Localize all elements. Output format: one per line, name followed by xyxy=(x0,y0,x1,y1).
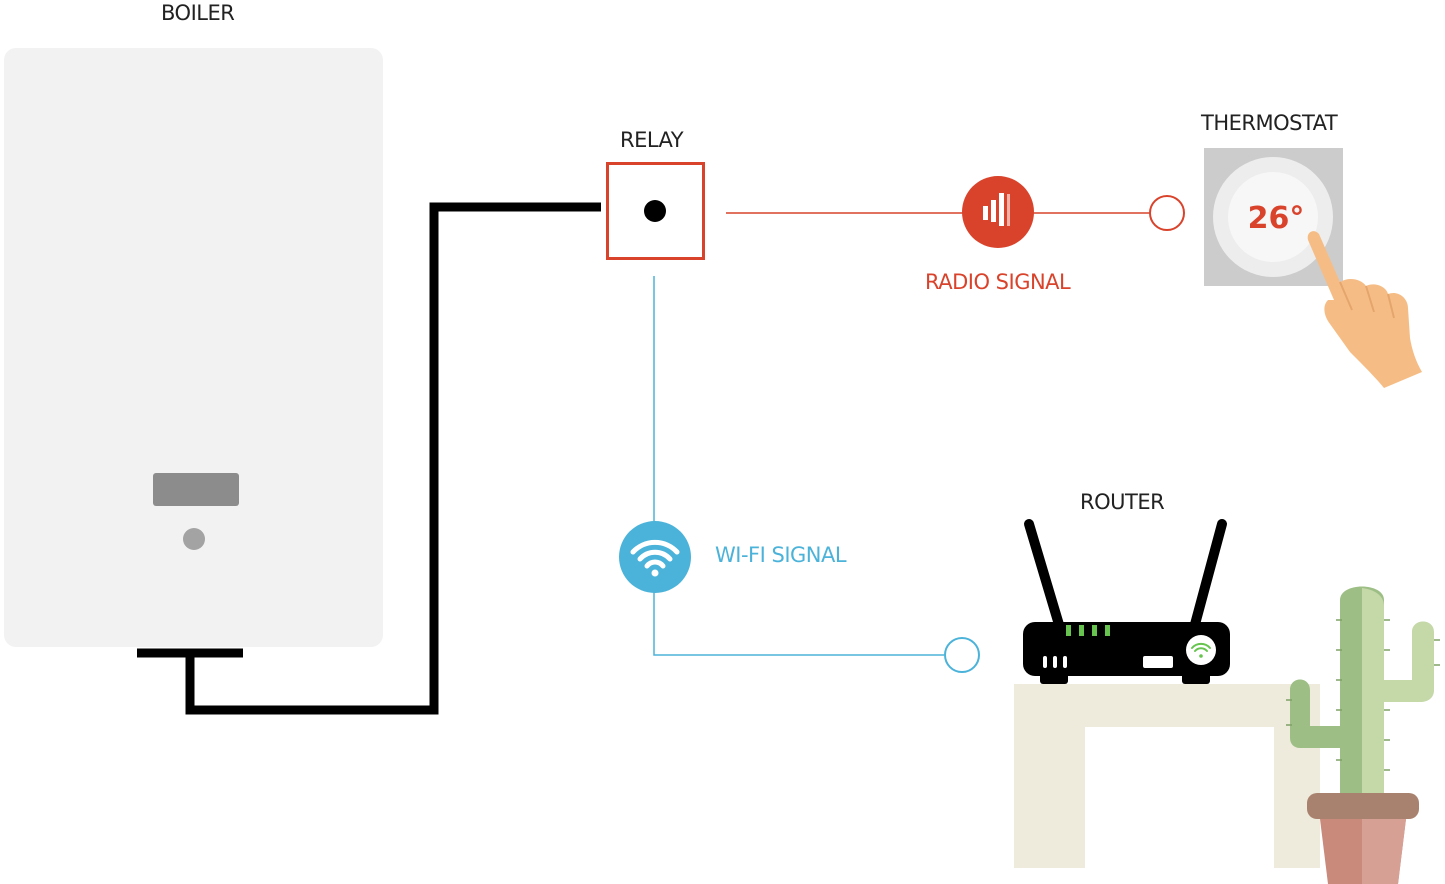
router xyxy=(1023,519,1230,684)
router-status-leds xyxy=(1066,625,1110,636)
radio-link xyxy=(726,176,1185,248)
wifi-line xyxy=(653,276,944,656)
boiler-display xyxy=(153,473,239,506)
radio-signal-label: RADIO SIGNAL xyxy=(925,270,1071,294)
side-table xyxy=(1014,684,1320,868)
router-antenna-right xyxy=(1189,519,1227,633)
thermostat-temperature: 26° xyxy=(1248,201,1305,236)
cactus-plant xyxy=(1286,586,1440,800)
wifi-signal-label: WI-FI SIGNAL xyxy=(715,543,847,567)
wifi-link xyxy=(619,276,980,673)
boiler-knob xyxy=(183,528,205,550)
thermostat-label: THERMOSTAT xyxy=(1201,111,1338,135)
wifi-icon xyxy=(1186,635,1216,665)
wifi-endpoint xyxy=(944,637,980,673)
boiler-label: BOILER xyxy=(161,1,235,25)
router-ports xyxy=(1043,656,1067,668)
flower-pot xyxy=(1307,793,1419,884)
pot-rim xyxy=(1307,793,1419,819)
router-body xyxy=(1023,622,1230,676)
wire-path xyxy=(185,202,601,715)
hand-icon xyxy=(1307,231,1422,388)
signal-bars-icon xyxy=(962,176,1034,248)
thermostat-dial xyxy=(1228,172,1318,262)
relay-led xyxy=(644,200,666,222)
relay-label: RELAY xyxy=(620,128,684,152)
radio-endpoint xyxy=(1149,195,1185,231)
router-label: ROUTER xyxy=(1080,490,1165,514)
boiler-relay-wire xyxy=(137,202,601,715)
table-shape xyxy=(1014,684,1320,868)
cactus-arm-right xyxy=(1380,621,1434,702)
cactus-arm-left xyxy=(1290,679,1345,748)
boiler-body xyxy=(4,48,383,647)
boiler xyxy=(4,48,383,647)
wifi-icon xyxy=(619,521,691,593)
router-antenna-left xyxy=(1024,519,1065,633)
relay xyxy=(606,162,705,260)
router-button xyxy=(1143,656,1173,668)
